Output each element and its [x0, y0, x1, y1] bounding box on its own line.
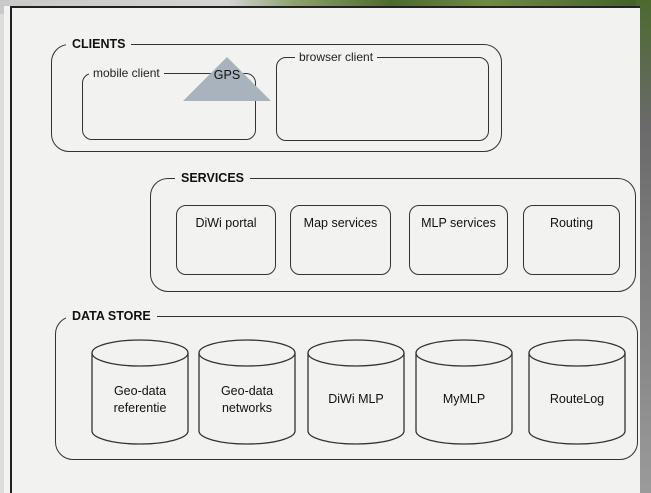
datastore-title: DATA STORE: [66, 309, 157, 323]
service-label: MLP services: [421, 216, 496, 230]
database-cylinder-icon: [91, 339, 189, 445]
clients-title: CLIENTS: [66, 37, 132, 51]
datastore-label: RouteLog: [549, 392, 605, 406]
gps-node: GPS: [183, 57, 271, 101]
service-label: DiWi portal: [195, 216, 257, 230]
datastore-geo-data-networks: Geo-data networks: [198, 339, 296, 445]
database-cylinder-icon: [307, 339, 405, 445]
services-title: SERVICES: [175, 171, 250, 185]
datastore-label-line1: Geo-data: [113, 384, 167, 398]
database-cylinder-icon: [415, 339, 513, 445]
gps-label: GPS: [213, 68, 241, 82]
browser-client-box: browser client: [276, 50, 489, 141]
datastore-mymlp: MyMLP: [415, 339, 513, 445]
datastore-geo-data-referentie: Geo-data referentie: [91, 339, 189, 445]
clients-group: CLIENTS mobile client GPS browser client: [51, 37, 502, 152]
database-cylinder-icon: [528, 339, 626, 445]
browser-client-label: browser client: [295, 50, 378, 64]
datastore-label-line2: referentie: [113, 401, 167, 415]
service-diwi-portal: DiWi portal: [176, 205, 276, 275]
datastore-group: DATA STORE Geo-data referentie Geo-data …: [55, 309, 638, 460]
database-cylinder-icon: [198, 339, 296, 445]
services-group: SERVICES DiWi portal Map services MLP se…: [150, 171, 636, 292]
service-map-services: Map services: [290, 205, 391, 275]
datastore-diwi-mlp: DiWi MLP: [307, 339, 405, 445]
service-label: Map services: [303, 216, 378, 230]
mobile-client-label: mobile client: [89, 66, 164, 80]
datastore-routelog: RouteLog: [528, 339, 626, 445]
datastore-label: MyMLP: [442, 392, 486, 406]
service-label: Routing: [549, 216, 594, 230]
diagram-page: CLIENTS mobile client GPS browser client…: [4, 6, 640, 493]
datastore-label-line1: Geo-data: [220, 384, 274, 398]
page-frame-left: [10, 6, 12, 493]
service-routing: Routing: [523, 205, 620, 275]
gps-triangle: [183, 57, 271, 101]
service-mlp-services: MLP services: [409, 205, 508, 275]
datastore-label-line2: networks: [221, 401, 273, 415]
datastore-label: DiWi MLP: [328, 392, 384, 406]
page-frame-top: [10, 6, 640, 8]
